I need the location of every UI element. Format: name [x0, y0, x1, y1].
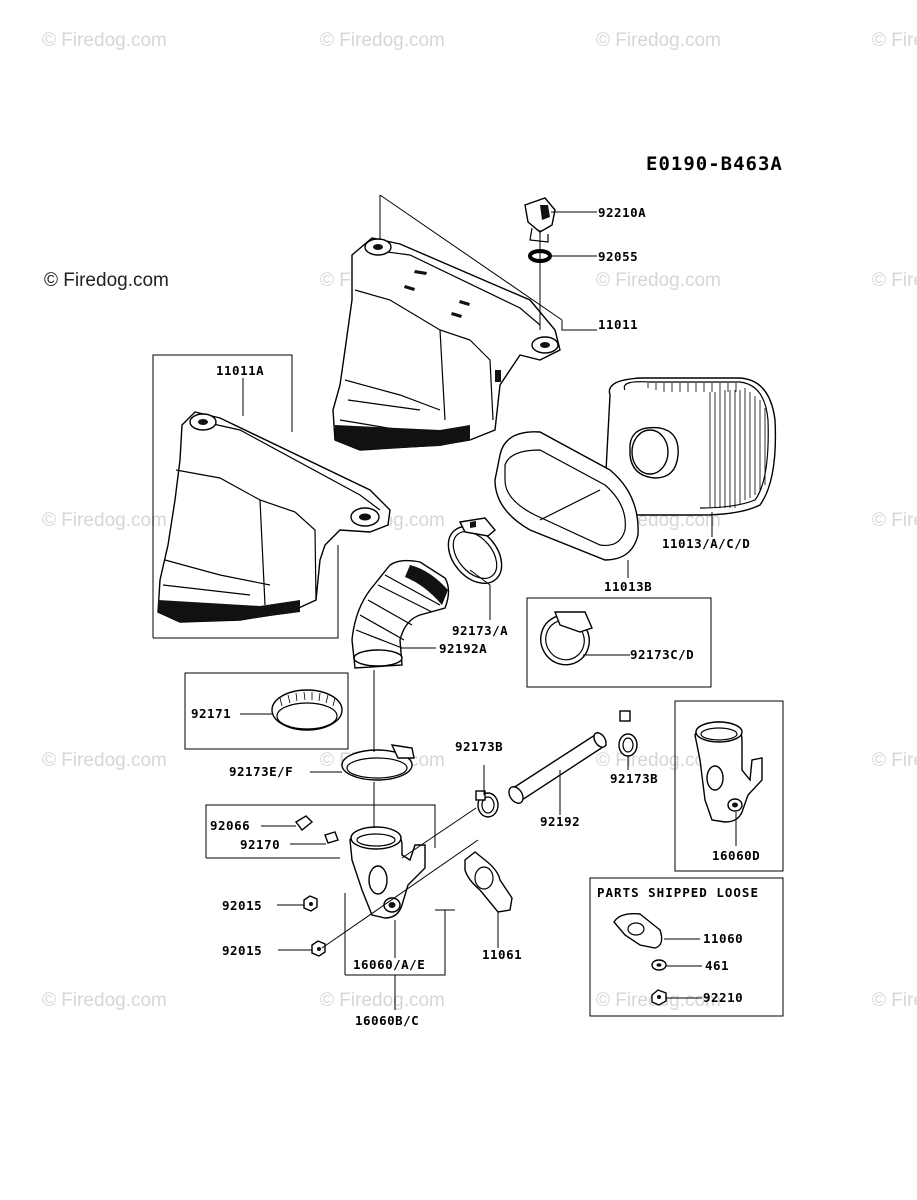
nut-92015-lower	[311, 940, 326, 957]
part-label-92210: 92210	[703, 990, 744, 1005]
part-label-92192: 92192	[540, 814, 581, 829]
clamp-92173	[447, 517, 503, 584]
clamp-92171	[271, 689, 343, 731]
nut-92210	[651, 989, 667, 1006]
clamp-92173cd	[540, 611, 593, 666]
part-label-92173a: 92173/A	[452, 623, 509, 638]
watermark: © Firedog.com	[872, 270, 917, 291]
watermark: © Firedog.com	[320, 990, 445, 1011]
copyright-notice: © Firedog.com	[44, 270, 169, 291]
part-label-92173b-right: 92173B	[610, 771, 659, 786]
part-label-16060ae: 16060/A/E	[353, 957, 426, 972]
adapter-16060d	[694, 721, 763, 823]
washer-461	[651, 959, 667, 971]
part-label-11060: 11060	[703, 931, 744, 946]
part-label-92173b-left: 92173B	[455, 739, 504, 754]
watermark: © Firedog.com	[872, 510, 917, 531]
drawing-code: E0190-B463A	[646, 153, 783, 175]
adapter-16060	[294, 815, 426, 919]
parts-shipped-loose-title: PARTS SHIPPED LOOSE	[597, 885, 759, 900]
part-label-11061: 11061	[482, 947, 523, 962]
part-label-92171: 92171	[191, 706, 232, 721]
air-cleaner-cover-11011a	[157, 411, 391, 623]
part-label-16060bc: 16060B/C	[355, 1013, 420, 1028]
watermark: © Firedog.com	[320, 30, 445, 51]
gasket-11060	[613, 912, 663, 949]
knob-92210a	[524, 197, 556, 243]
part-label-92192a: 92192A	[439, 641, 488, 656]
clamp-92173b-right	[618, 710, 638, 757]
watermark: © Firedog.com	[872, 30, 917, 51]
clamp-92173ef	[341, 744, 415, 781]
part-label-92066: 92066	[210, 818, 251, 833]
watermark: © Firedog.com	[872, 990, 917, 1011]
part-label-16060d: 16060D	[712, 848, 761, 863]
air-duct-elbow-92192a	[351, 559, 450, 669]
watermark: © Firedog.com	[872, 750, 917, 771]
part-label-461: 461	[705, 958, 730, 973]
part-label-92015-lower: 92015	[222, 943, 263, 958]
leader-lines	[240, 194, 737, 1010]
part-label-11011: 11011	[598, 317, 639, 332]
part-label-92055: 92055	[598, 249, 639, 264]
part-label-92210a: 92210A	[598, 205, 647, 220]
part-label-11013b: 11013B	[604, 579, 653, 594]
part-label-11011a: 11011A	[216, 363, 265, 378]
watermark: © Firedog.com	[42, 750, 167, 771]
clamp-92173b-left	[475, 790, 499, 818]
watermark: © Firedog.com	[42, 990, 167, 1011]
gasket-11061	[464, 851, 513, 913]
pre-cleaner-11013b	[494, 431, 639, 561]
part-label-11013acd: 11013/A/C/D	[662, 536, 751, 551]
watermark: © Firedog.com	[596, 30, 721, 51]
watermark: © Firedog.com	[42, 30, 167, 51]
watermark: © Firedog.com	[596, 270, 721, 291]
air-cleaner-cover-11011	[332, 237, 561, 451]
part-label-92170: 92170	[240, 837, 281, 852]
part-label-92015-upper: 92015	[222, 898, 263, 913]
part-label-92173ef: 92173E/F	[229, 764, 294, 779]
hose-92192	[508, 732, 607, 804]
nut-92015-upper	[303, 895, 318, 912]
watermark: © Firedog.com	[42, 510, 167, 531]
air-filter-element-11013	[604, 377, 777, 516]
part-boxes	[152, 354, 784, 1017]
part-label-92173cd: 92173C/D	[630, 647, 695, 662]
